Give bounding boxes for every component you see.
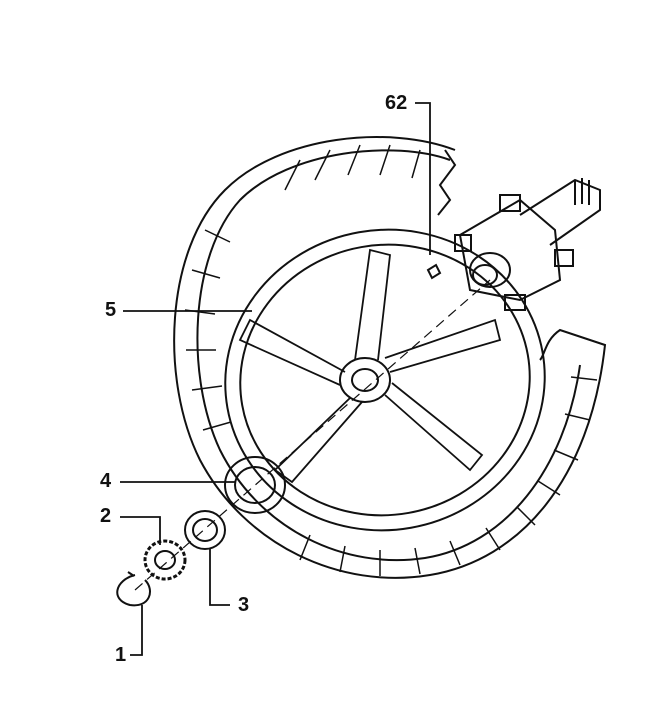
hub-axle (426, 178, 601, 311)
bearing-part-4 (224, 456, 286, 514)
clip-part-1 (116, 571, 151, 607)
callout-4: 4 (100, 470, 112, 492)
callout-3: 3 (238, 594, 250, 616)
spacer-part-3 (184, 510, 226, 550)
assembly-axis (134, 279, 491, 591)
nut-part-2 (143, 539, 187, 581)
callout-2: 2 (100, 505, 112, 527)
callout-5: 5 (105, 299, 117, 321)
leader-lines (120, 102, 431, 656)
callout-1: 1 (115, 644, 127, 666)
tire (173, 136, 607, 579)
callout-62: 62 (385, 92, 408, 114)
